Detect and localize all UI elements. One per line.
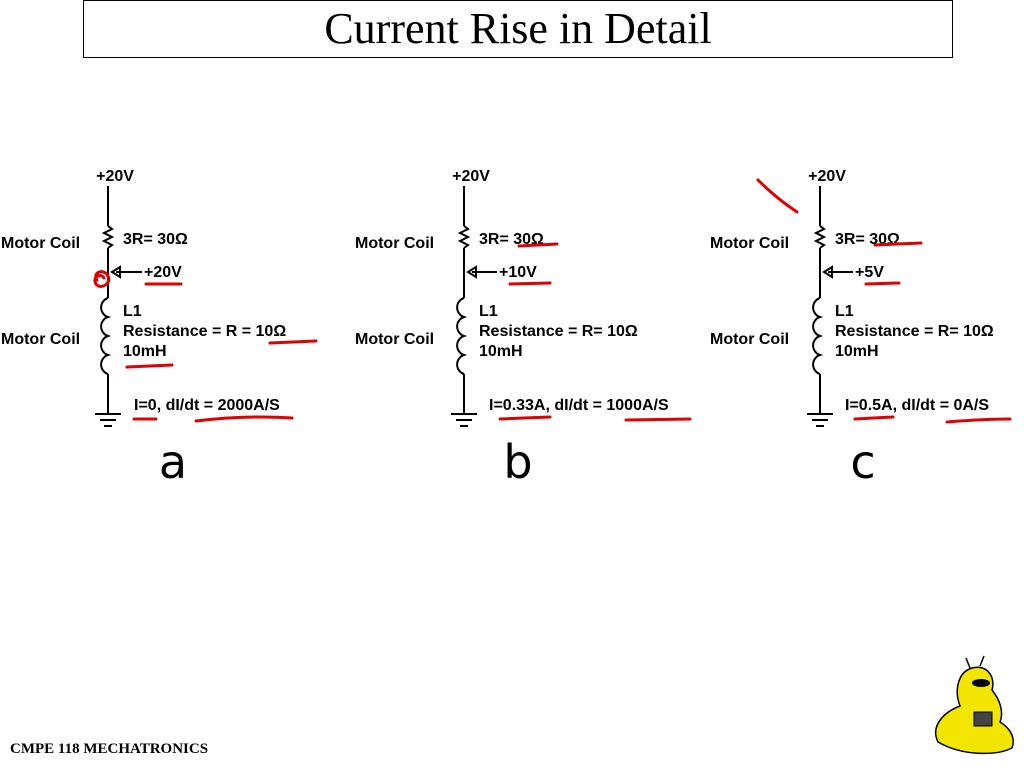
node-arrow-head xyxy=(110,265,121,279)
inductor-resistance-label: Resistance = R = 10Ω xyxy=(123,323,286,340)
inductor-symbol xyxy=(456,297,468,375)
resistor-value-label: 3R= 30Ω xyxy=(123,231,188,248)
motor-coil-inductor-label: Motor Coil xyxy=(710,331,789,348)
inductance-label: 10mH xyxy=(123,343,167,360)
underline-didt-c xyxy=(945,417,1012,424)
underline-node-voltage-c xyxy=(864,281,901,286)
node-voltage-label: +5V xyxy=(855,264,884,281)
panel-letter: a xyxy=(159,435,187,489)
current-label: I=0.33A, dI/dt = 1000A/S xyxy=(489,397,669,414)
motor-coil-inductor-label: Motor Coil xyxy=(1,331,80,348)
scribble-mark xyxy=(93,270,111,288)
inductor-symbol xyxy=(100,297,112,375)
resistor-symbol xyxy=(457,225,471,249)
current-label: I=0, dI/dt = 2000A/S xyxy=(134,397,280,414)
inductor-name-label: L1 xyxy=(835,303,854,320)
tick-mark xyxy=(756,178,799,214)
inductor-name-label: L1 xyxy=(123,303,142,320)
motor-coil-resistor-label: Motor Coil xyxy=(710,235,789,252)
motor-coil-resistor-label: Motor Coil xyxy=(355,235,434,252)
panel-letter: b xyxy=(503,435,532,489)
node-voltage-label: +20V xyxy=(144,264,182,281)
mascot-body xyxy=(935,666,1014,755)
node-voltage-label: +10V xyxy=(499,264,537,281)
hand-annotations xyxy=(93,178,1012,424)
underline-resistor-b xyxy=(517,242,559,248)
underline-current-b xyxy=(498,415,552,421)
footer-course-name: CMPE 118 MECHATRONICS xyxy=(10,741,209,757)
node-arrow-head xyxy=(822,265,833,279)
underline-inductor-resistance-a xyxy=(268,339,318,345)
inductor-symbol xyxy=(812,297,824,375)
motor-coil-inductor-label: Motor Coil xyxy=(355,331,434,348)
underline-didt-a xyxy=(194,415,294,423)
inductance-label: 10mH xyxy=(835,343,879,360)
node-arrow-head xyxy=(466,265,477,279)
mascot-antenna-left xyxy=(965,657,971,669)
mascot-antenna-right xyxy=(979,655,985,667)
slug-mascot-icon xyxy=(935,655,1014,755)
motor-coil-resistor-label: Motor Coil xyxy=(1,235,80,252)
inductor-name-label: L1 xyxy=(479,303,498,320)
resistor-symbol xyxy=(813,225,827,249)
inductor-resistance-label: Resistance = R= 10Ω xyxy=(479,323,638,340)
mascot-laptop xyxy=(973,711,993,727)
panel-letter: c xyxy=(850,435,875,489)
supply-voltage-label: +20V xyxy=(96,168,134,185)
title-box: Current Rise in Detail xyxy=(83,0,953,58)
underline-resistor-c xyxy=(873,241,923,247)
underline-didt-b xyxy=(624,417,692,422)
resistor-value-label: 3R= 30Ω xyxy=(479,231,544,248)
underline-current-c xyxy=(853,415,895,421)
underline-inductance-a xyxy=(125,363,174,369)
inductor-resistance-label: Resistance = R= 10Ω xyxy=(835,323,994,340)
supply-voltage-label: +20V xyxy=(808,168,846,185)
underline-node-voltage-b xyxy=(508,281,552,286)
current-label: I=0.5A, dI/dt = 0A/S xyxy=(845,397,989,414)
supply-voltage-label: +20V xyxy=(452,168,490,185)
page-title: Current Rise in Detail xyxy=(324,4,712,53)
mascot-sunglasses xyxy=(972,679,990,687)
inductance-label: 10mH xyxy=(479,343,523,360)
resistor-symbol xyxy=(101,225,115,249)
